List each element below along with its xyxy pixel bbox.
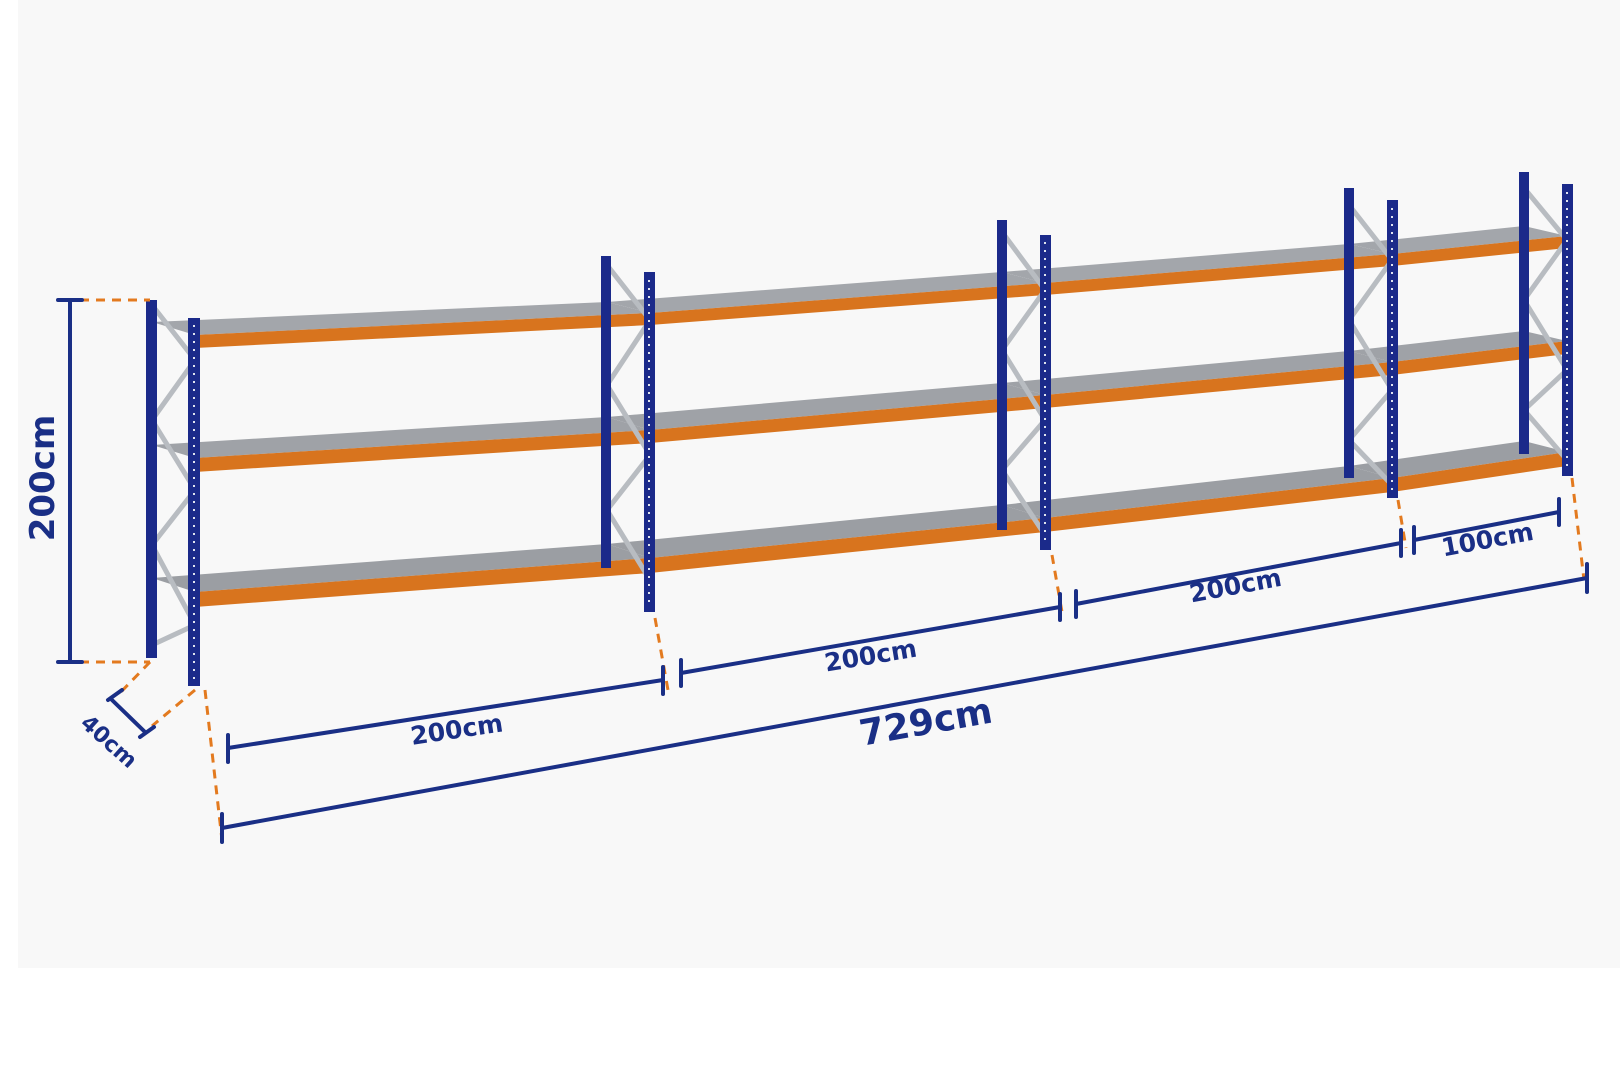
shelf-bay1-middle [152, 417, 650, 472]
height-label: 200cm [23, 415, 63, 542]
shelf-bay3-top [1002, 244, 1392, 295]
shelf-bay3-bottom [1002, 466, 1392, 532]
shelf-bay2-bottom [607, 505, 1045, 573]
rack-structure [146, 172, 1573, 686]
shelf-bay2-middle [607, 383, 1045, 443]
dimension-lines [56, 298, 1589, 844]
shelf-bay1-bottom [152, 544, 650, 607]
upright-perforations [193, 192, 1568, 680]
shelf-bay2-top [607, 272, 1045, 325]
shelf-bay4-bottom [1349, 441, 1567, 492]
shelf-bay3-middle [1002, 351, 1392, 408]
shelf-bay1-top [152, 302, 650, 348]
